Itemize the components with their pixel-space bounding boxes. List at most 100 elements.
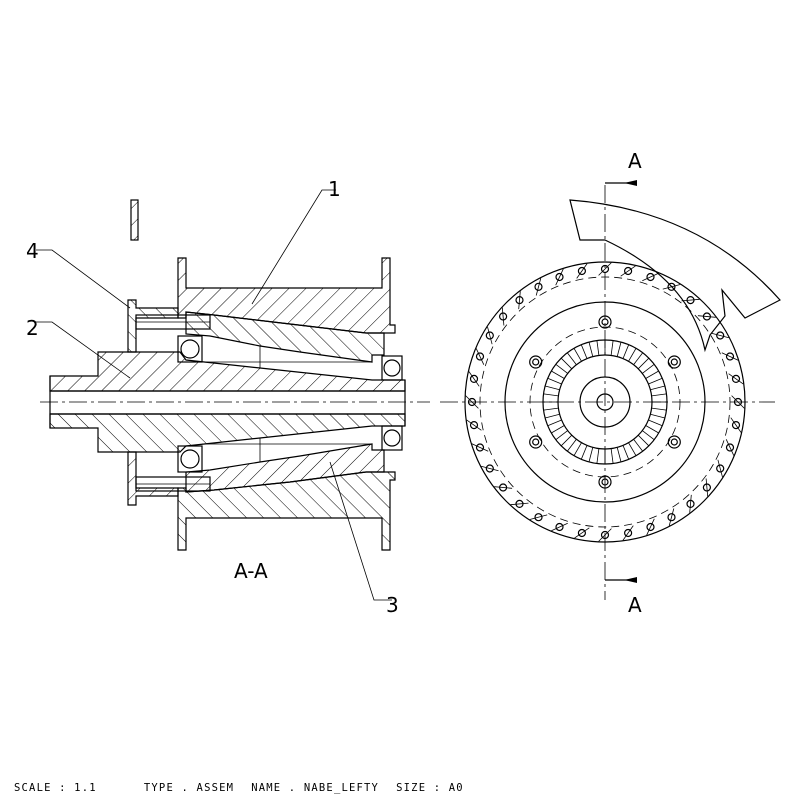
gear-tooth bbox=[642, 430, 655, 441]
gear-tooth bbox=[650, 385, 666, 391]
name-field: NAME . NABE_LEFTY bbox=[251, 782, 380, 794]
bolt-hole bbox=[725, 443, 735, 452]
cut-marker-top: A bbox=[628, 149, 642, 173]
gear-tooth bbox=[551, 370, 565, 379]
gear-tooth bbox=[596, 340, 600, 356]
bolt-hole bbox=[623, 528, 633, 538]
mounting-hole bbox=[601, 478, 609, 486]
bolt-hole bbox=[646, 272, 655, 282]
bolt-hole bbox=[600, 264, 610, 274]
gear-tooth bbox=[580, 445, 588, 460]
bolt-hole bbox=[733, 397, 743, 407]
shaft-lower bbox=[49, 413, 406, 453]
part-number-2: 2 bbox=[26, 316, 39, 340]
gear-tooth bbox=[622, 445, 630, 460]
bolt-hole bbox=[485, 464, 494, 473]
gear-tooth bbox=[651, 393, 667, 397]
gear-tooth bbox=[633, 439, 644, 452]
flange-upper bbox=[127, 299, 179, 353]
gear-tooth bbox=[648, 377, 663, 385]
mounting-hole bbox=[601, 318, 609, 326]
front-view: A A bbox=[440, 149, 781, 617]
gear-tooth bbox=[566, 352, 577, 365]
gear-tooth bbox=[616, 447, 622, 463]
gear-tooth bbox=[648, 419, 663, 427]
bolt-hole bbox=[716, 331, 725, 340]
gear-tooth bbox=[616, 341, 622, 357]
bolt-hole bbox=[555, 522, 564, 532]
type-field: TYPE . ASSEM bbox=[143, 782, 235, 794]
bolt-hole bbox=[731, 374, 741, 383]
bolt-hole bbox=[534, 282, 543, 291]
gear-tooth bbox=[566, 439, 577, 452]
bearing-right-upper bbox=[381, 355, 403, 381]
outer-hole-pattern bbox=[465, 262, 745, 542]
gear-tooth bbox=[588, 447, 594, 463]
gear-tooth bbox=[596, 448, 600, 464]
cut-marker-bottom: A bbox=[628, 593, 642, 617]
bearing-left-upper bbox=[177, 335, 203, 363]
gear-tooth bbox=[645, 370, 659, 379]
gear-tooth bbox=[544, 385, 560, 391]
arm-hook bbox=[569, 199, 781, 353]
mounting-hole bbox=[532, 358, 540, 366]
gear-tooth bbox=[628, 348, 637, 362]
gear-tooth bbox=[543, 393, 559, 397]
bolt-hole bbox=[475, 443, 485, 452]
mounting-hole bbox=[529, 435, 543, 449]
bolt-hole bbox=[577, 266, 587, 276]
gear-tooth bbox=[610, 340, 614, 356]
section-view: 1 2 3 4 A-A bbox=[26, 177, 430, 617]
mounting-hole bbox=[670, 358, 678, 366]
bolt-hole bbox=[667, 282, 676, 291]
mounting-hole bbox=[667, 355, 681, 369]
bolt-hole bbox=[469, 374, 479, 383]
gear-tooth bbox=[560, 434, 573, 447]
gear-tooth bbox=[543, 407, 559, 411]
gear-tooth bbox=[547, 419, 562, 427]
gear-tooth bbox=[622, 344, 630, 359]
gear-tooth bbox=[651, 407, 667, 411]
cone-lower bbox=[185, 443, 385, 493]
size-field: SIZE : A0 bbox=[396, 782, 464, 794]
flange-lower bbox=[127, 451, 179, 506]
gear-tooth bbox=[645, 425, 659, 434]
part-number-3: 3 bbox=[386, 593, 399, 617]
bolt-hole bbox=[485, 331, 494, 340]
gear-tooth bbox=[544, 413, 560, 419]
gear-tooth bbox=[650, 413, 666, 419]
mounting-hole bbox=[532, 438, 540, 446]
bolt-hole bbox=[725, 352, 735, 361]
gear-tooth bbox=[642, 363, 655, 374]
mounting-hole bbox=[598, 475, 612, 489]
gear-tooth bbox=[555, 430, 568, 441]
key-part bbox=[130, 199, 139, 241]
gear-tooth bbox=[580, 344, 588, 359]
bolt-hole bbox=[467, 397, 477, 407]
gear-tooth bbox=[588, 341, 594, 357]
mounting-hole bbox=[529, 355, 543, 369]
gear-tooth bbox=[560, 357, 573, 370]
gear-teeth bbox=[543, 340, 667, 464]
bolt-hole bbox=[716, 464, 725, 473]
gear-tooth bbox=[637, 357, 650, 370]
gear-tooth bbox=[547, 377, 562, 385]
part-number-4: 4 bbox=[26, 239, 39, 263]
bolt-hole bbox=[646, 522, 655, 532]
bolt-hole bbox=[623, 266, 633, 276]
mid-hole-pattern bbox=[529, 315, 681, 489]
mounting-hole bbox=[598, 315, 612, 329]
section-label: A-A bbox=[234, 559, 268, 583]
mounting-hole bbox=[667, 435, 681, 449]
cone-upper bbox=[185, 311, 385, 363]
gear-tooth bbox=[610, 448, 614, 464]
mounting-hole bbox=[670, 438, 678, 446]
bolt-hole bbox=[577, 528, 587, 538]
gear-tooth bbox=[573, 348, 582, 362]
scale-field: SCALE : 1.1 bbox=[14, 782, 97, 794]
bearing-right-lower bbox=[381, 425, 403, 451]
title-block: SCALE : 1.1 TYPE . ASSEM NAME . NABE_LEF… bbox=[14, 782, 466, 794]
bolt-hole bbox=[534, 513, 543, 522]
bolt-hole bbox=[731, 421, 741, 430]
